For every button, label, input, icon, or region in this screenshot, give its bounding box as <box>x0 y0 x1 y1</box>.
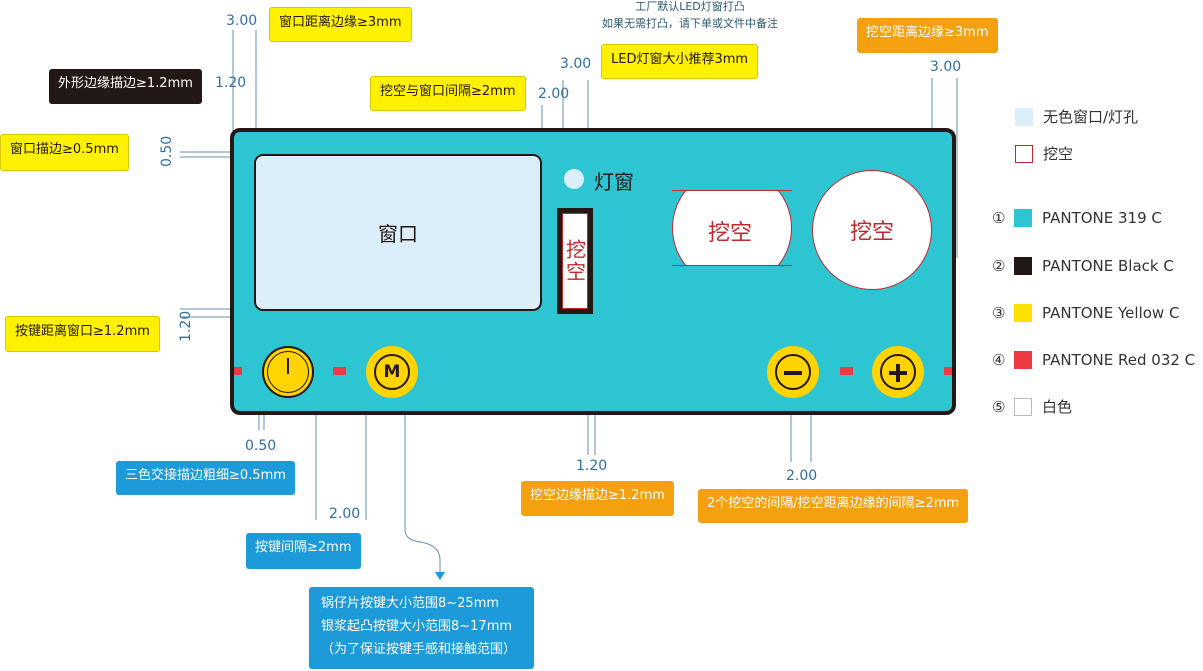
legend-item: ② PANTONE Black C <box>992 257 1174 275</box>
dim-top-left: 3.00 <box>226 13 258 29</box>
legend-number: ④ <box>992 351 1006 369</box>
red-mark <box>944 367 952 375</box>
minus-key[interactable] <box>767 346 819 398</box>
red-mark <box>840 367 853 375</box>
minus-icon <box>784 371 802 375</box>
legend-number: ③ <box>992 304 1006 322</box>
legend-label: 挖空 <box>1043 145 1074 163</box>
plus-key[interactable] <box>872 346 924 398</box>
legend-label: 无色窗口/灯孔 <box>1043 108 1139 126</box>
callout-cutout-window-gap: 挖空与窗口间隔≥2mm <box>370 76 526 111</box>
legend-item: 无色窗口/灯孔 <box>1015 106 1138 127</box>
legend-swatch <box>1014 257 1032 275</box>
dim-key-window: 1.20 <box>178 310 194 342</box>
power-key[interactable] <box>262 346 314 398</box>
cutout-vertical-inner: 挖空 <box>562 213 588 309</box>
callout-window-stroke: 窗口描边≥0.5mm <box>0 134 129 171</box>
plus-icon <box>880 354 916 390</box>
callout-cutout-stroke: 挖空边缘描边≥1.2mm <box>521 481 674 516</box>
led-note-line2: 如果无需打凸，请下单或文件中备注 <box>602 17 778 30</box>
cutout-right: 挖空 <box>812 170 932 290</box>
red-mark <box>333 367 346 375</box>
dim-cutout-gap: 2.00 <box>538 86 570 102</box>
callout-led-window-size: LED灯窗大小推荐3mm <box>601 44 759 79</box>
legend-item: ⑤ 白色 <box>992 396 1072 417</box>
legend-label: PANTONE Red 032 C <box>1042 351 1196 369</box>
callout-tricolor-stroke: 三色交接描边粗细≥0.5mm <box>116 461 295 495</box>
legend-label: PANTONE Yellow C <box>1042 304 1180 322</box>
legend-swatch <box>1015 107 1033 126</box>
dim-cutout-cutout: 2.00 <box>786 468 818 484</box>
legend-swatch <box>1014 209 1032 227</box>
dim-led: 3.00 <box>560 56 592 72</box>
mode-key[interactable]: M <box>366 346 418 398</box>
mode-key-label: M <box>383 362 401 382</box>
dim-key-gap: 2.00 <box>329 506 361 522</box>
cutout-left-label: 挖空 <box>708 221 753 246</box>
callout-cutout-margin: 挖空距离边缘≥3mm <box>857 18 998 53</box>
legend-item: ① PANTONE 319 C <box>992 209 1162 227</box>
led-window <box>564 169 584 189</box>
legend-label: PANTONE Black C <box>1042 257 1174 275</box>
callout-cutout-gap: 2个挖空的间隔/挖空距离边缘的间隔≥2mm <box>698 489 969 523</box>
cutout-right-label: 挖空 <box>849 220 894 245</box>
cutout-vertical-label: 挖空 <box>562 239 587 283</box>
callout-dome-size-line1: 锅仔片按键大小范围8~25mm <box>321 596 500 611</box>
legend-number: ① <box>992 209 1006 227</box>
arrow-down-icon <box>435 572 445 580</box>
led-label: 灯窗 <box>594 170 634 194</box>
callout-dome-size-line2: 银浆起凸按键大小范围8~17mm <box>321 619 513 634</box>
callout-outline-stroke: 外形边缘描边≥1.2mm <box>49 69 202 104</box>
window-label: 窗口 <box>378 222 418 246</box>
legend-item: ④ PANTONE Red 032 C <box>992 351 1195 369</box>
legend-swatch <box>1014 351 1032 369</box>
legend-label: PANTONE 319 C <box>1042 209 1162 227</box>
dim-window-stroke: 0.50 <box>159 135 175 167</box>
callout-key-window-gap: 按键距离窗口≥1.2mm <box>5 316 160 352</box>
dim-outline: 1.20 <box>215 75 247 91</box>
led-note: 工厂默认LED灯窗打凸 如果无需打凸，请下单或文件中备注 <box>580 0 800 32</box>
cutout-left <box>672 190 792 266</box>
dim-right-margin: 3.00 <box>930 59 962 75</box>
legend-item: 挖空 <box>1015 143 1073 164</box>
callout-dome-size-line3: （为了保证按键手感和接触范围） <box>321 642 517 657</box>
legend-item: ③ PANTONE Yellow C <box>992 304 1179 322</box>
callout-window-margin: 窗口距离边缘≥3mm <box>269 7 412 42</box>
red-mark <box>234 367 242 375</box>
legend-number: ② <box>992 257 1006 275</box>
callout-key-gap: 按键间隔≥2mm <box>246 533 361 569</box>
dim-cutout-stroke: 1.20 <box>576 458 608 474</box>
legend-swatch <box>1015 144 1033 163</box>
callout-dome-size: 锅仔片按键大小范围8~25mm 银浆起凸按键大小范围8~17mm （为了保证按键… <box>309 587 534 669</box>
power-icon <box>287 358 289 374</box>
legend-swatch <box>1014 397 1032 416</box>
display-window: 窗口 <box>254 154 542 311</box>
legend-label: 白色 <box>1042 398 1073 416</box>
led-note-line1: 工厂默认LED灯窗打凸 <box>635 0 745 13</box>
dim-tricolor: 0.50 <box>245 438 277 454</box>
legend-swatch <box>1014 304 1032 322</box>
legend-number: ⑤ <box>992 397 1006 416</box>
